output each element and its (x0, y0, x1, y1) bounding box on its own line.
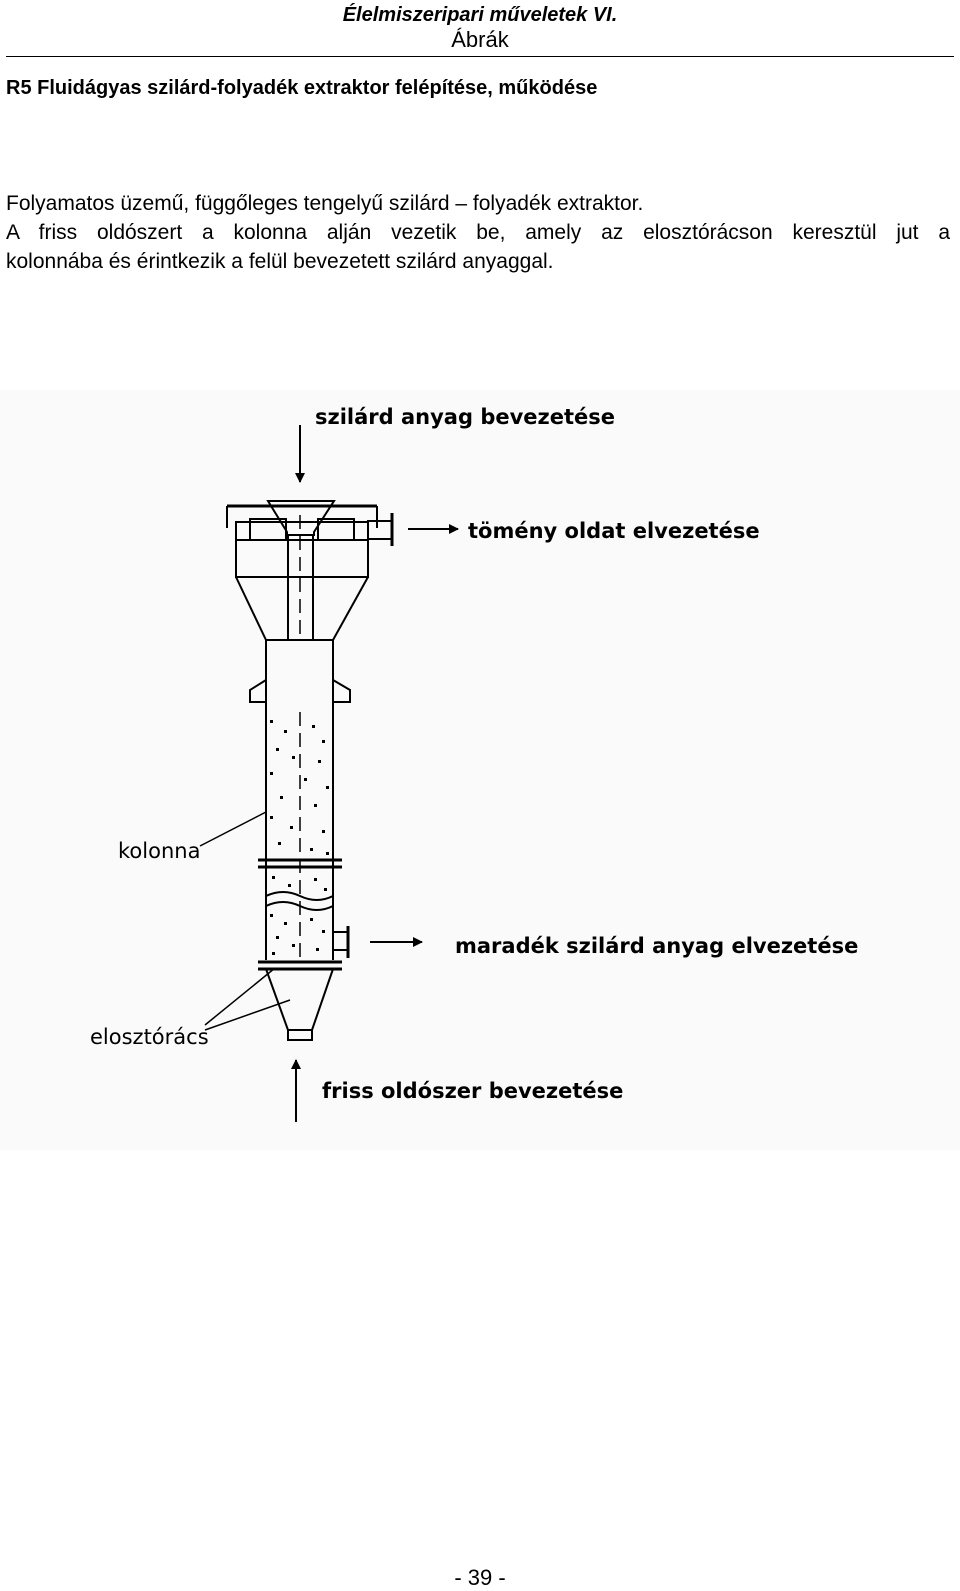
leader-grid-2 (204, 999, 291, 1031)
label-residue-out: maradék szilárd anyag elvezetése (455, 934, 858, 958)
running-header-section: Ábrák (451, 27, 509, 52)
paragraph-line-3: kolonnába és érintkezik a felül bevezete… (6, 250, 554, 273)
paragraph-line-1: Folyamatos üzemű, függőleges tengelyű sz… (6, 192, 644, 215)
fluidized-particles (270, 720, 329, 955)
label-solvent-feed: friss oldószer bevezetése (322, 1079, 623, 1103)
central-feed-pipe (287, 515, 314, 640)
label-concentrate-out: tömény oldat elvezetése (468, 519, 760, 543)
head-cone (235, 576, 369, 641)
head-chamber (235, 518, 369, 578)
residue-outlet-nozzle (332, 926, 350, 958)
column-flange (258, 858, 342, 869)
description-paragraph: Folyamatos üzemű, függőleges tengelyű sz… (6, 189, 950, 276)
label-column: kolonna (118, 839, 200, 863)
section-title: R5 Fluidágyas szilárd-folyadék extraktor… (6, 77, 598, 99)
leader-column (199, 811, 267, 847)
bottom-cone (265, 968, 334, 1041)
leader-grid-1 (204, 967, 276, 1026)
label-solid-feed: szilárd anyag bevezetése (315, 405, 615, 429)
paragraph-line-2: A friss oldószert a kolonna alján vezeti… (6, 221, 950, 244)
break-lines (265, 891, 334, 911)
extractor-diagram: szilárd anyag bevezetése tömény oldat el… (0, 390, 960, 1150)
concentrate-outlet-nozzle (367, 513, 394, 546)
running-header-course: Élelmiszeripari műveletek VI. (342, 4, 618, 26)
bottom-flange (258, 960, 342, 971)
label-distributor-grid: elosztórács (90, 1025, 209, 1049)
header-rule (6, 56, 954, 57)
page-number: - 39 - (454, 1565, 506, 1590)
